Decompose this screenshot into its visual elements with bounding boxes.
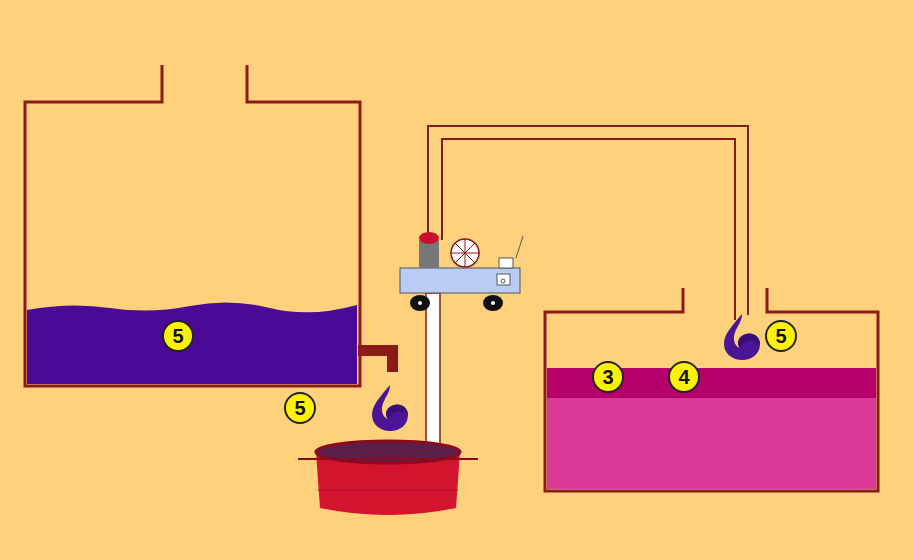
callout-number: 5 [294, 398, 305, 418]
antenna [516, 236, 523, 258]
callout-number: 5 [162, 320, 194, 352]
liquid [27, 302, 357, 384]
bucket-handle [298, 458, 478, 460]
callout-number: 5 [172, 326, 183, 346]
callout-number: 5 [765, 320, 797, 352]
droplet [724, 314, 760, 360]
pump-canister [419, 240, 439, 268]
pump-canister-top [419, 232, 439, 244]
wheel [483, 295, 503, 311]
wheel [410, 295, 430, 311]
droplet [372, 385, 408, 431]
tank-right [545, 288, 878, 491]
pump-cart [400, 268, 520, 293]
pipe [426, 293, 440, 445]
callout-number: 4 [668, 361, 700, 393]
fan-wheel [451, 239, 479, 267]
callout-number: 5 [284, 392, 316, 424]
gauge [497, 274, 510, 285]
callout-number: 3 [592, 361, 624, 393]
tank-left [25, 65, 360, 386]
callout-number: 4 [678, 367, 689, 387]
callout-number: 3 [602, 367, 613, 387]
callout-number: 5 [775, 326, 786, 346]
switch-box [499, 258, 513, 268]
bucket-band [318, 490, 458, 491]
spout [387, 345, 398, 372]
